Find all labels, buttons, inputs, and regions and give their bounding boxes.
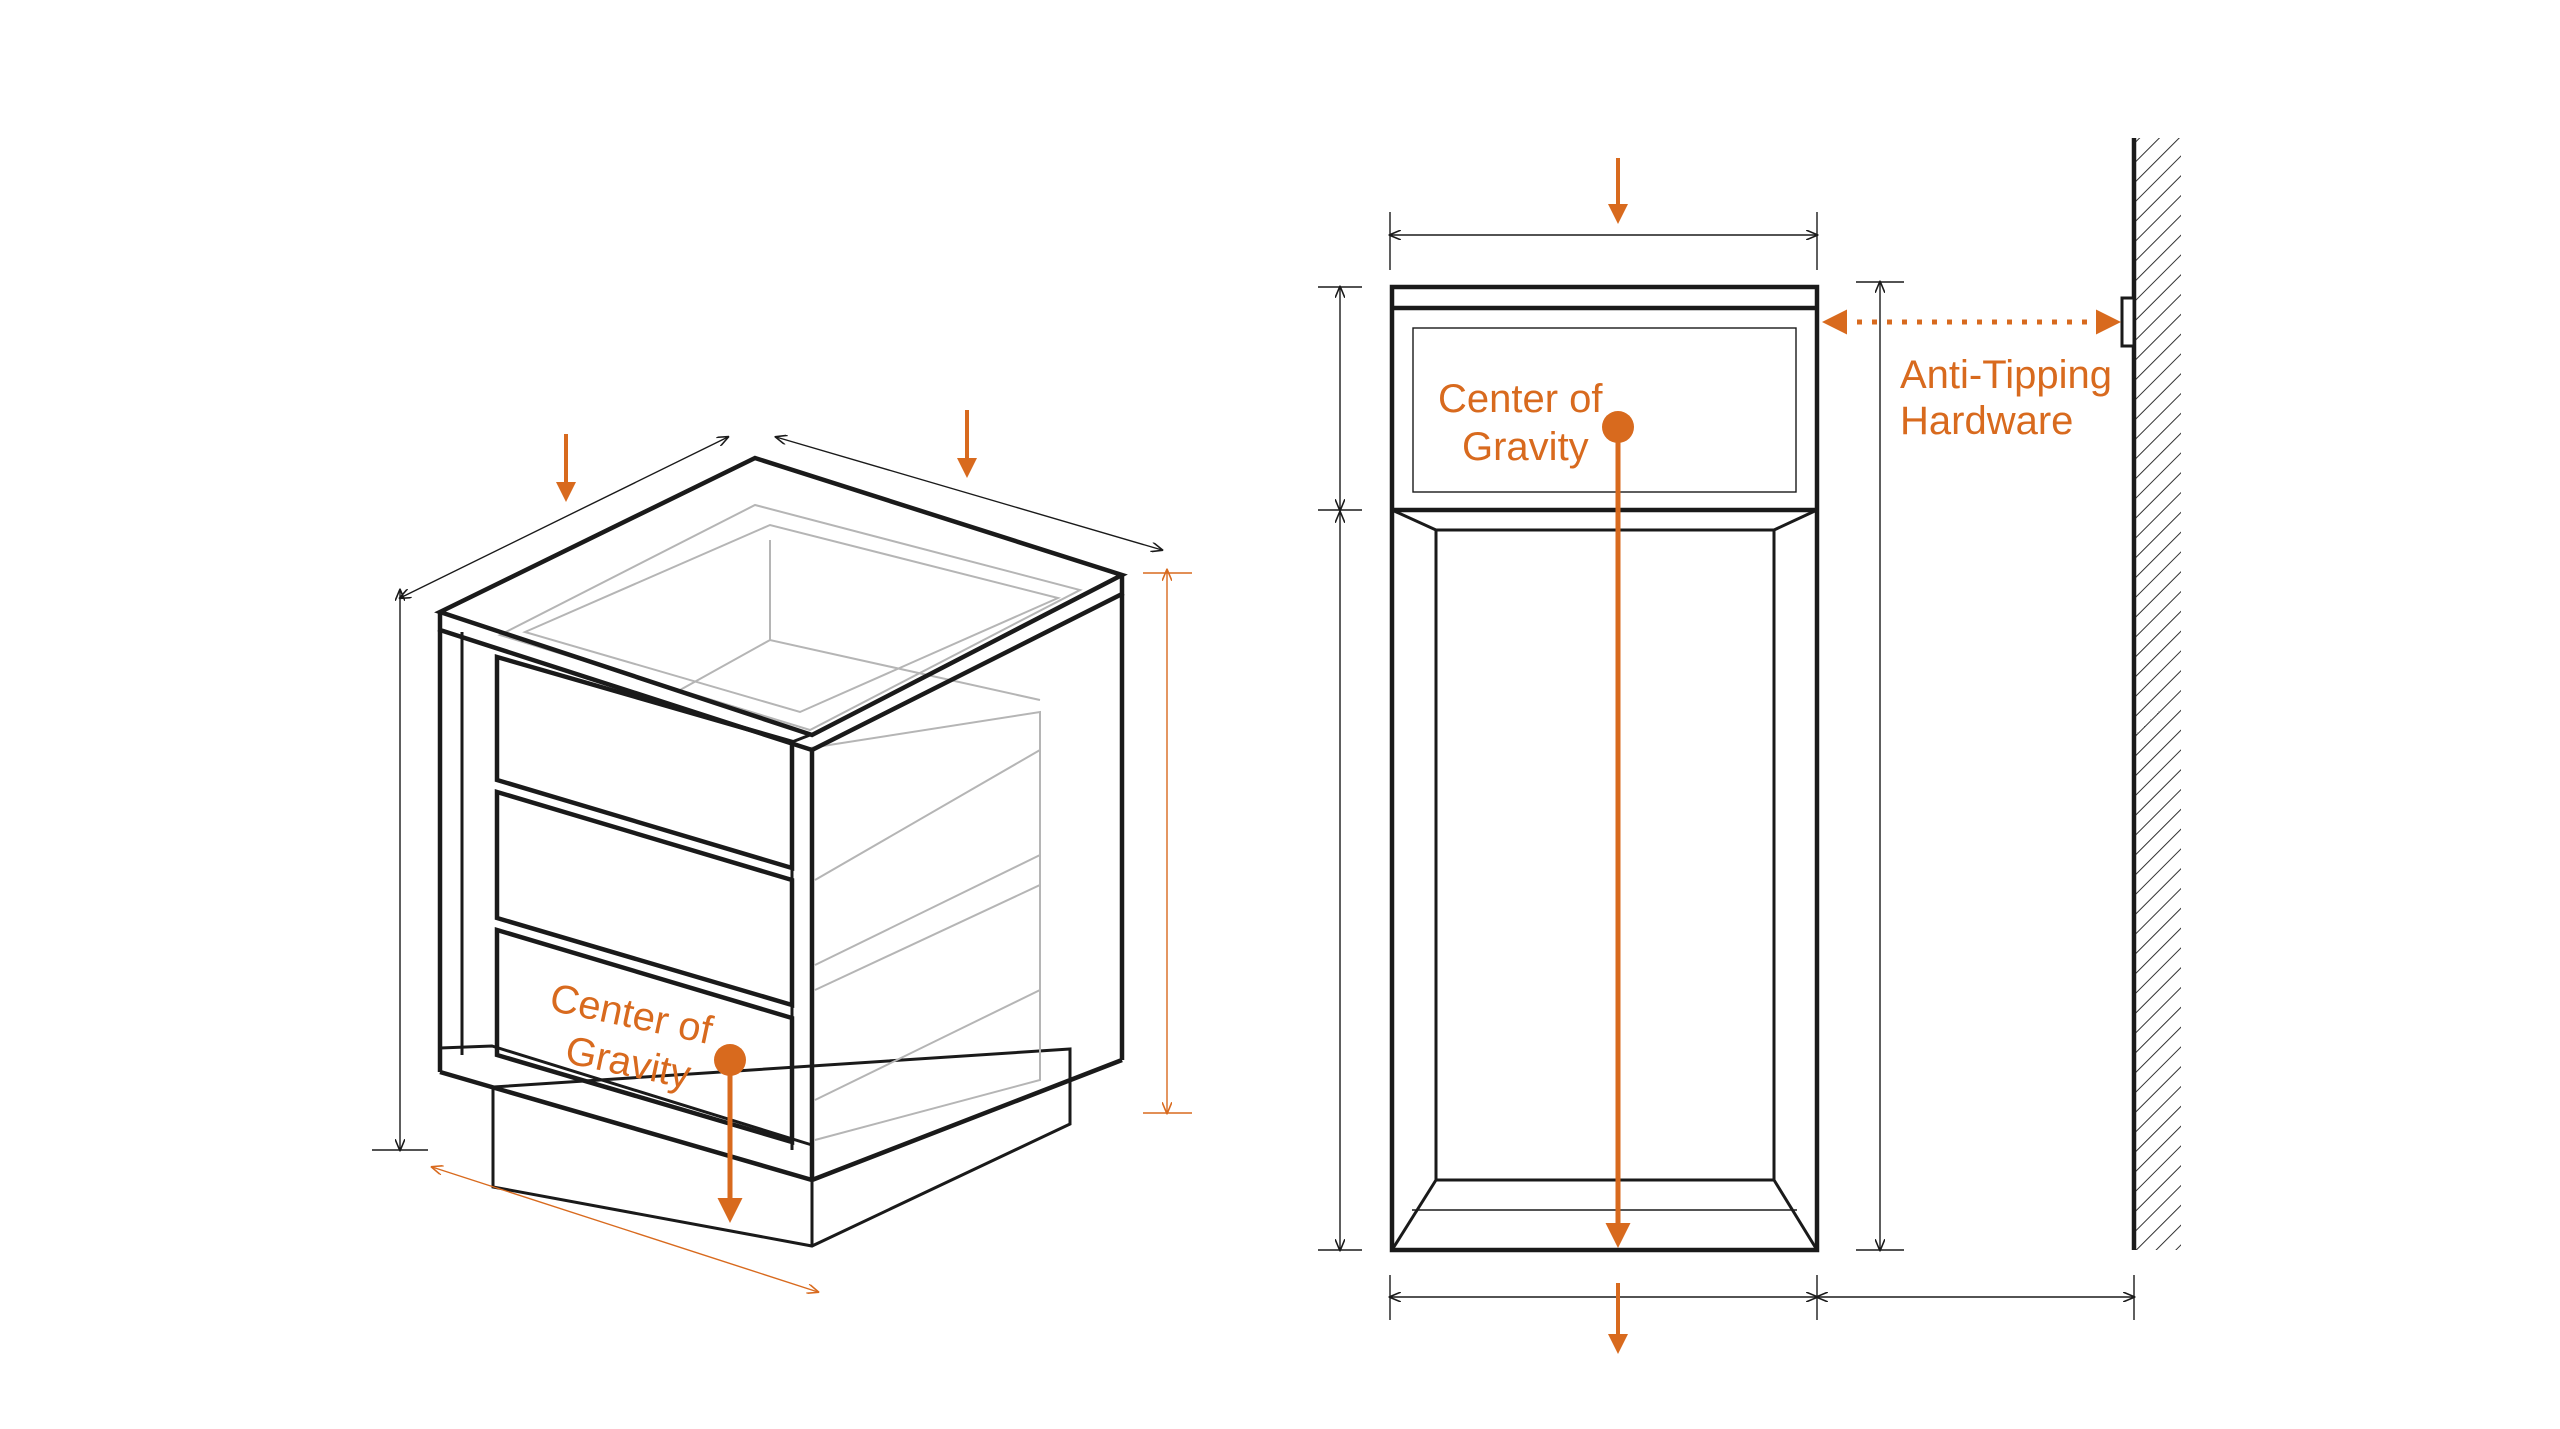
- cog-right-label-line1: Center of: [1438, 377, 1603, 421]
- dimension-lines-right: [1318, 212, 2134, 1320]
- anti-tipping-label-line2: Hardware: [1900, 399, 2073, 443]
- anti-tipping-label-line1: Anti-Tipping: [1900, 353, 2112, 397]
- dimension-lines-left: [372, 437, 1192, 1292]
- cog-right-label-line2: Gravity: [1462, 425, 1589, 469]
- load-arrows-left: [556, 410, 977, 502]
- drawer-middle: [494, 788, 795, 1009]
- nightstand-carcass: [434, 455, 1128, 1183]
- center-of-gravity-right: Center of Gravity: [1438, 377, 1634, 1248]
- drawer-bottom: [494, 926, 795, 1146]
- drawer-top: [494, 654, 811, 872]
- svg-text:Anti-Tipping Hardware: Anti-Tipping Hardware: [1900, 353, 2123, 443]
- isometric-nightstand: Center of Gravity: [372, 410, 1192, 1292]
- svg-text:Center of Gravity: Center of Gravity: [1438, 377, 1614, 469]
- cabinet-body: [1389, 284, 1820, 1253]
- wall: [2131, 138, 2181, 1250]
- anti-tipping-bracket: Anti-Tipping Hardware: [1822, 296, 2136, 443]
- front-elevation-cabinet: Anti-Tipping Hardware: [1318, 138, 2181, 1354]
